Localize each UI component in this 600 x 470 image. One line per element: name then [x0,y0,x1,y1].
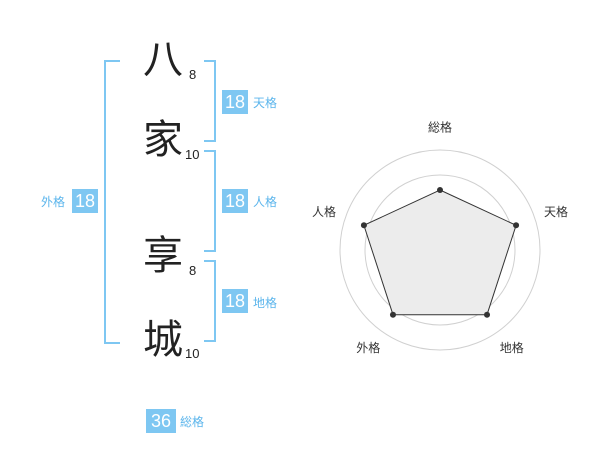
tenkaku-bracket [204,60,216,142]
chikaku-bracket [204,260,216,342]
name-char-1: 八 [143,37,183,83]
gaikaku-value: 18 [72,189,98,213]
radar-axis-label: 天格 [544,204,568,219]
chikaku-label: 地格 [253,296,278,310]
stroke-count-2: 10 [185,147,200,162]
jinkaku-value: 18 [222,189,248,213]
radar-point [360,222,367,229]
stroke-count-1: 8 [189,67,197,82]
gaikaku-bracket [104,60,120,344]
name-char-2: 家 [143,117,183,163]
radar-ring [339,149,541,351]
radar-polygon [363,189,517,316]
soukaku-value: 36 [146,409,176,433]
tenkaku-value: 18 [222,90,248,114]
chikaku-value: 18 [222,289,248,313]
radar-ring [364,174,516,326]
radar-point [484,311,491,318]
radar-point [389,311,396,318]
name-char-4: 城 [143,317,183,363]
jinkaku-bracket [204,150,216,252]
radar-point [437,187,443,193]
radar-axis-label: 地格 [500,340,524,355]
jinkaku-label: 人格 [253,195,278,209]
radar-axis-label: 総格 [428,120,452,135]
soukaku-label: 総格 [180,415,205,429]
radar-axis-label: 人格 [312,204,336,219]
radar-point [513,222,520,229]
stroke-count-4: 10 [185,346,200,361]
stroke-count-3: 8 [189,263,197,278]
name-char-3: 享 [143,233,183,279]
gaikaku-label: 外格 [41,195,66,209]
radar-axis-label: 外格 [356,340,380,355]
tenkaku-label: 天格 [253,96,278,110]
